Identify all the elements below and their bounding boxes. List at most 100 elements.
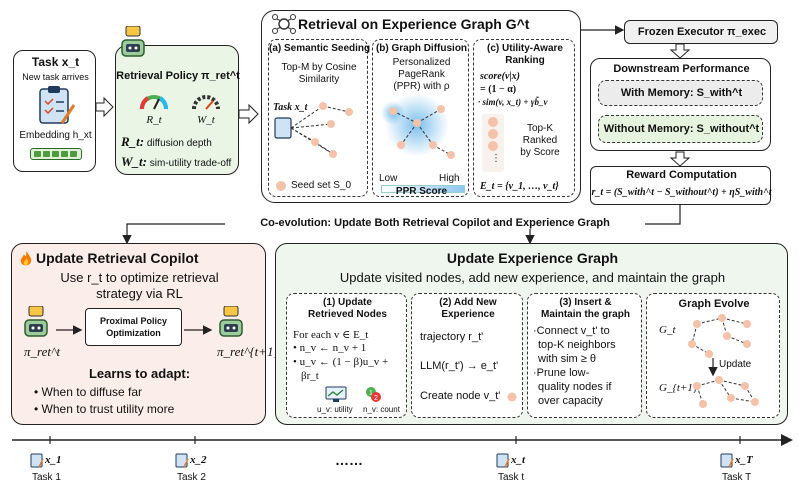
counter-icon: 1 2 [366,387,381,402]
ranking-formula-2: = (1 − α) [480,84,517,95]
p3-line-2: top-K neighbors [538,339,616,351]
p2-line-2: LLM(r_t') → e_t' [420,360,499,372]
task-1-label: Task 1 [32,472,61,483]
utility-legend: u_v: utility [317,405,353,414]
arrow-policy-to-retrieval [238,103,259,125]
seeding-title: (a) Semantic Seeding [269,43,371,54]
retrieval-title: Retrieval on Experience Graph G^t [298,16,530,32]
task-1-symbol: x_1 [45,454,62,466]
seeding-graph [274,102,353,158]
p3-line-3: with sim ≥ θ [538,353,596,365]
downstream-title: Downstream Performance [613,63,750,75]
new-node-icon [507,392,517,402]
learn-bullet-1-text: When to diffuse far [41,385,143,399]
diffusion-desc3: (PPR) with ρ [393,81,450,92]
ranking-title: (c) Utility-Aware [487,43,563,54]
p1-line-1: For each v ∈ E_t [293,329,369,341]
copilot-box: Update Retrieval Copilot Use r_t to opti… [11,243,279,425]
evolve-graph [688,314,759,408]
r-desc-symbol: R_t: [121,134,145,149]
diffusion-high-label: High [439,173,460,184]
gauge-w-icon [192,95,220,110]
retrieval-policy-box: Retrieval Policy π_ret^t R_t W_t R_t: di… [115,45,241,175]
robot-icon-current [24,306,48,337]
task-2-clipboard-icon [175,453,189,468]
w-desc-symbol: W_t: [121,154,147,169]
monitor-icon [325,386,347,402]
frozen-executor-box: Frozen Executor π_exec [624,20,778,44]
p2-line-1: trajectory r_t' [420,331,484,343]
p1-title-2: Retrieved Nodes [308,309,387,320]
maintain-graph-panel: (3) Insert & Maintain the graph ·Connect… [527,293,642,418]
ppo-label-2: Optimization [106,328,161,338]
task-2-label: Task 2 [177,472,206,483]
robot-icon [121,26,145,57]
task-T-label: Task T [722,472,752,483]
learn-bullet-2: • When to trust utility more [34,402,175,416]
p2-title-2: Experience [441,309,495,320]
downstream-box: Downstream Performance With Memory: S_wi… [590,58,771,151]
w-desc: W_t: sim-utility trade-off [121,154,241,170]
seeding-desc2: Similarity [298,74,340,85]
svg-text:⋮: ⋮ [491,153,501,164]
update-nodes-panel: (1) Update Retrieved Nodes For each v ∈ … [286,293,407,418]
p1-title-1: (1) Update [323,297,372,308]
gt1-label: G_{t+1} [659,382,698,394]
evolve-update-label: Update [719,359,752,370]
coevolution-label: Co-evolution: Update Both Retrieval Copi… [225,217,645,229]
p3-title-2: Maintain the graph [541,309,630,320]
expgraph-box: Update Experience Graph Update visited n… [275,243,788,425]
ppo-box: Proximal Policy Optimization [85,308,182,346]
task-title: Task x_t [31,55,80,69]
policy-title: Retrieval Policy π_ret^t [116,70,240,82]
robot-icon-next [219,306,243,337]
task-2-symbol: x_2 [190,454,207,466]
expgraph-subtitle: Update visited nodes, add new experience… [339,270,726,285]
topk-label-1: Top-K [526,123,554,134]
reward-formula: r_t = (S_with^t − S_without^t) + ηS_with… [591,187,772,198]
graph-evolve-panel: Graph Evolve G_t Update G_{t+1} [646,293,780,418]
pi-next-label: π_ret^{t+1} [217,344,279,359]
retrieval-graph-box: Retrieval on Experience Graph G^t (a) Se… [261,10,581,203]
executor-label: Frozen Executor π_exec [637,26,767,38]
diffusion-low-label: Low [379,173,398,184]
seed-set-label: Seed set S_0 [291,180,352,191]
learn-bullet-1: • When to diffuse far [34,385,143,399]
diffusion-title: (b) Graph Diffusion [375,43,468,54]
svg-text:1: 1 [369,390,373,397]
p1-line-3: • u_v ← (1 − β)u_v + [293,356,389,368]
seeding-panel: (a) Semantic Seeding Top-M by Cosine Sim… [268,39,371,197]
count-legend: n_v: count [363,405,400,414]
topk-label-3: by Score [520,147,560,158]
p3-title-1: (3) Insert & [559,297,612,308]
topk-label-2: Ranked [522,135,558,146]
ppr-gradient-bar [381,185,465,193]
seeding-task-label: Task x_t [273,102,308,113]
expgraph-title: Update Experience Graph [446,250,619,266]
seeding-desc1: Top-M by Cosine [281,62,357,73]
diffusion-desc2: PageRank [398,69,445,80]
task-t-symbol: x_t [511,454,526,466]
add-experience-panel: (2) Add New Experience trajectory r_t' L… [411,293,523,418]
copilot-desc1: Use r_t to optimize retrieval [60,270,219,285]
clipboard-icon [39,86,76,124]
timeline-ellipsis: …… [335,452,363,468]
ranking-panel: (c) Utility-Aware Ranking score(v|x) = (… [473,39,575,197]
r-desc: R_t: diffusion depth [121,134,241,150]
diffusion-desc1: Personalized [392,57,451,68]
gauge-r-label: R_t [146,114,162,126]
learns-label: Learns to adapt: [88,366,191,381]
with-memory-box: With Memory: S_with^t [598,80,763,106]
task-box: Task x_t New task arrives Embedding h_xt [13,50,96,172]
svg-text:2: 2 [374,395,378,402]
p1-line-2: • n_v ← n_v + 1 [293,342,367,354]
task-1-clipboard-icon [30,453,44,468]
p2-title-1: (2) Add New [439,297,497,308]
fire-icon [20,251,32,266]
p4-title: Graph Evolve [678,298,750,310]
copilot-title: Update Retrieval Copilot [36,250,199,266]
p1-line-4: βr_t [301,370,319,382]
task-T-clipboard-icon [720,453,734,468]
arrow-executor-to-downstream [669,43,691,59]
